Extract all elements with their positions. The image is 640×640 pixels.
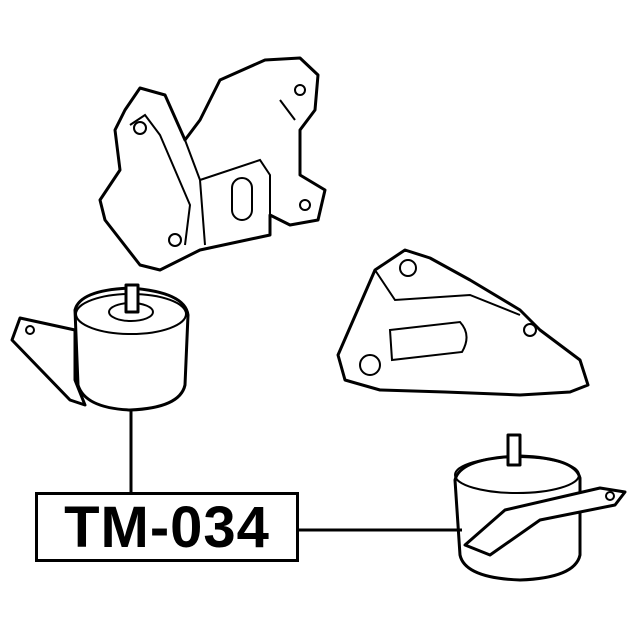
part-number-label: TM-034 bbox=[35, 492, 299, 562]
left-mount bbox=[10, 283, 190, 412]
right-bracket bbox=[336, 248, 590, 397]
upper-bracket bbox=[98, 56, 327, 272]
right-mount bbox=[453, 433, 627, 582]
